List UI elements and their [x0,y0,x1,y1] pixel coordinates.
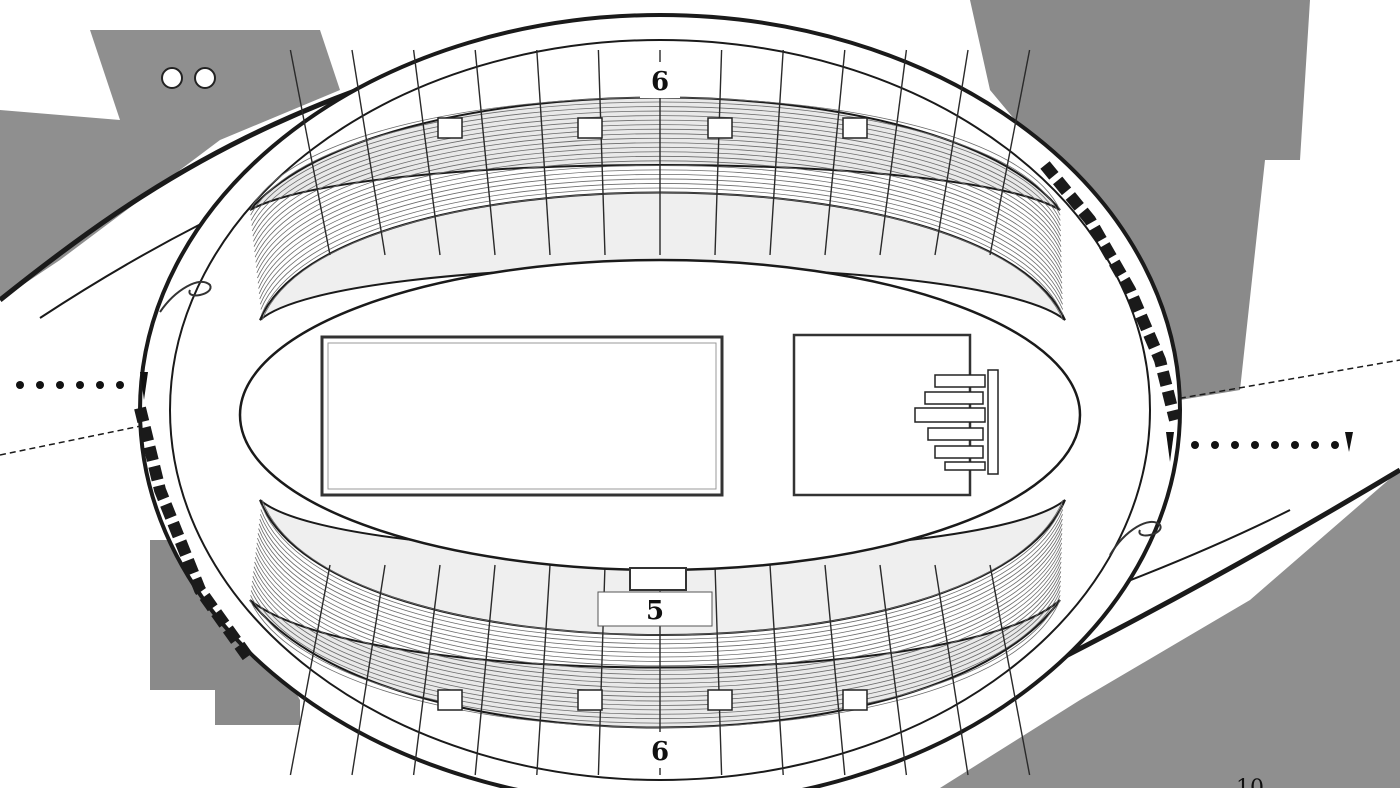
vomitory-entrance [437,689,463,711]
vent-circle [161,67,183,89]
aisle-line [351,564,386,776]
seat-row [250,106,1061,221]
seat-row [250,590,1061,719]
aisle-line [351,49,386,256]
aisle-line [989,49,1031,256]
aisle-line [412,49,441,256]
seat-row [253,571,1062,702]
seat-row [252,119,1062,237]
aisle-line [879,564,908,776]
main-pitch [320,335,724,497]
stage-frame [987,369,999,475]
label-north-stand: 6 [651,67,669,97]
aisle-line [714,49,723,256]
bollards-west [16,372,148,400]
seat-row [251,580,1061,711]
stage-block [944,461,986,471]
stage-structure [914,369,999,475]
aisle-line [989,564,1031,776]
main-pitch-inner [327,342,717,490]
seat-row [252,576,1062,706]
aisle-line [474,49,496,256]
seat-row [249,599,1061,728]
vomitory-entrance [437,117,463,139]
terrain-northeast [970,0,1310,400]
vomitory-entrance [707,117,733,139]
aisle-line [769,49,784,256]
stage-block [924,391,984,405]
label-south-stand-lower: 6 [651,737,669,767]
aisle-line [474,564,496,776]
seat-row [251,110,1061,226]
seat-row [250,101,1061,216]
north-stand [249,49,1066,321]
seat-row [250,595,1061,724]
west-gate-wall [134,406,255,664]
ramp-southeast [1109,520,1162,556]
south-label-plate [597,591,713,627]
vomitory-entrance [577,117,603,139]
seat-row [251,585,1061,715]
aisle-line [412,564,441,776]
outer-ring-inner [169,39,1151,781]
vomitory-entrance [707,689,733,711]
east-gate-wall [1040,161,1181,422]
tunnel [629,567,687,591]
aisle-line [824,49,846,256]
aisle-line [769,564,784,776]
label-corner-number: 10 [1236,776,1264,788]
south-seat-rows [249,499,1064,776]
vent-circle [194,67,216,89]
aisle-line [934,49,969,256]
south-lower-label-plate [640,732,680,768]
seat-row [251,115,1061,232]
stage-block [914,407,986,423]
aisle-line [597,49,606,256]
aisle-line [824,564,846,776]
north-seat-rows [249,49,1064,321]
label-south-stand-upper: 5 [646,596,664,626]
ramp-northwest [159,280,212,313]
vomitory-entrance [577,689,603,711]
aisle-line [289,564,331,776]
path-east [1169,359,1400,401]
north-label-plate [640,62,680,98]
aisle-line [714,564,723,776]
aisle-line [289,49,331,256]
aisle-line [879,49,908,256]
aisle-line [536,564,551,776]
seat-row [253,124,1062,242]
stage-block [927,427,984,441]
vomitory-entrance [842,117,868,139]
bollards-east [1166,432,1353,462]
terrain-southeast [940,470,1400,788]
stage-block [934,374,986,388]
aisle-line [934,564,969,776]
aisle-line [536,49,551,256]
stage-block [934,445,984,459]
vomitory-entrance [842,689,868,711]
